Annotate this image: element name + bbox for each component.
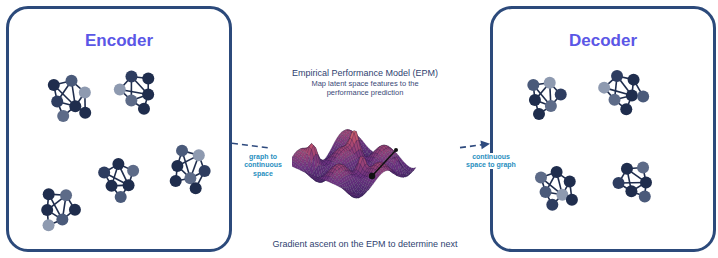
graph-cluster: [48, 75, 91, 122]
graph-cluster: [41, 188, 81, 231]
dashed-connector: [460, 140, 490, 149]
edge-label: continuous space to graph: [462, 153, 520, 170]
graph-cluster: [527, 77, 566, 120]
box-title: Decoder: [493, 31, 713, 51]
graph-cluster: [535, 166, 578, 211]
dashed-connector: [232, 143, 270, 148]
graph-cluster: [598, 70, 649, 115]
model-title: Empirical Performance Model (EPM): [292, 68, 438, 78]
graph-cluster: [98, 158, 139, 203]
gradient-path: [369, 148, 398, 179]
graph-cluster: [613, 161, 652, 202]
graph-cluster: [114, 71, 154, 115]
graph-cluster: [170, 145, 211, 195]
epm-region: Empirical Performance Model (EPM)Map lat…: [270, 68, 460, 252]
decoder-box: Decoder: [490, 6, 716, 252]
model-description: Map latent space features to the perform…: [290, 79, 440, 97]
graph-clusters: [41, 70, 652, 231]
performance-surface: [288, 130, 416, 199]
model-note: Gradient ascent on the EPM to determine …: [272, 239, 457, 252]
edge-label: graph to continuous space: [234, 153, 292, 178]
encoder-box: Encoder: [6, 6, 232, 252]
box-title: Encoder: [9, 31, 229, 51]
